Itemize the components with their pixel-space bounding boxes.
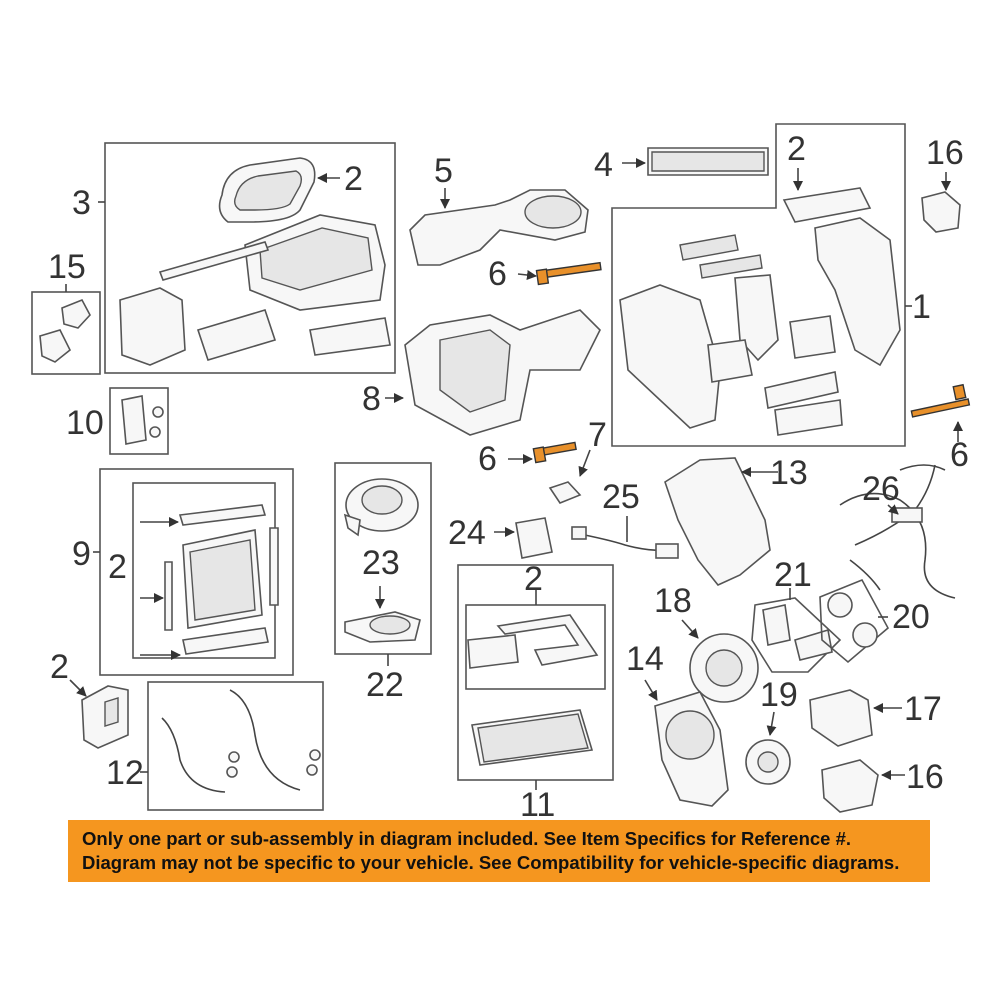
callout-10: 10	[66, 404, 104, 442]
part-24-resistor	[494, 517, 553, 559]
callout-5: 5	[434, 152, 453, 190]
callout-9: 9	[72, 535, 91, 573]
part-4-filter	[622, 147, 769, 176]
part-2-bracket	[69, 679, 129, 749]
callout-15: 15	[48, 248, 86, 286]
callout-2-heater: 2	[524, 560, 543, 598]
callout-1: 1	[912, 288, 931, 326]
part-16-actuator-bottom	[821, 759, 905, 813]
part-8-case	[385, 309, 601, 436]
part-20-group	[819, 578, 890, 664]
callout-13: 13	[770, 454, 808, 492]
part-22-blower-group	[334, 462, 432, 666]
callout-21: 21	[774, 556, 812, 594]
part-5-duct	[409, 188, 589, 266]
part-16-actuator-top	[921, 172, 961, 233]
callout-14: 14	[626, 640, 664, 678]
callout-19: 19	[760, 676, 798, 714]
callout-20: 20	[892, 598, 930, 636]
callout-16-bottom: 16	[906, 758, 944, 796]
callout-4: 4	[594, 146, 613, 184]
callout-2-top: 2	[787, 130, 806, 168]
callout-6-upper: 6	[488, 255, 507, 293]
part-11-heater-core-group	[457, 564, 614, 790]
notice-banner: Only one part or sub-assembly in diagram…	[68, 820, 930, 882]
callout-2-evaporator: 2	[108, 548, 127, 586]
callout-labels: 3 2 5 4 2 16 15 6 1 8 10 6 7 6 13 26 25 …	[48, 130, 969, 824]
part-26-harness	[839, 464, 956, 599]
part-9-evaporator-group	[93, 468, 294, 676]
callout-22: 22	[366, 666, 404, 704]
part-25-sensor	[571, 516, 679, 559]
callout-17: 17	[904, 690, 942, 728]
callout-23: 23	[362, 544, 400, 582]
notice-line-2: Diagram may not be specific to your vehi…	[82, 852, 900, 873]
part-13-cover	[664, 457, 778, 586]
part-10-valve	[109, 387, 169, 455]
callout-2-bracket: 2	[50, 648, 69, 686]
callout-8: 8	[362, 380, 381, 418]
callout-16-top: 16	[926, 134, 964, 172]
part-12-lines	[140, 681, 324, 811]
callout-2-filter-frame: 2	[344, 160, 363, 198]
assembly-3-group	[98, 142, 396, 374]
part-18-gear	[681, 619, 759, 703]
callout-25: 25	[602, 478, 640, 516]
callout-12: 12	[106, 754, 144, 792]
callout-24: 24	[448, 514, 486, 552]
notice-line-1: Only one part or sub-assembly in diagram…	[82, 828, 852, 849]
part-21-group	[751, 588, 842, 673]
part-6-bolts	[508, 261, 971, 464]
part-7-screw	[548, 449, 591, 504]
callout-11: 11	[520, 786, 555, 824]
callout-6-right: 6	[950, 436, 969, 474]
callout-3: 3	[72, 184, 91, 222]
part-14-housing	[644, 679, 729, 807]
part-15-group	[31, 284, 101, 375]
assembly-1-group	[611, 123, 912, 447]
callout-6-lower: 6	[478, 440, 497, 478]
part-17-actuator	[809, 689, 902, 747]
callout-7: 7	[588, 416, 607, 454]
part-19-gear	[745, 711, 791, 785]
callout-26: 26	[862, 470, 900, 508]
callout-18: 18	[654, 582, 692, 620]
